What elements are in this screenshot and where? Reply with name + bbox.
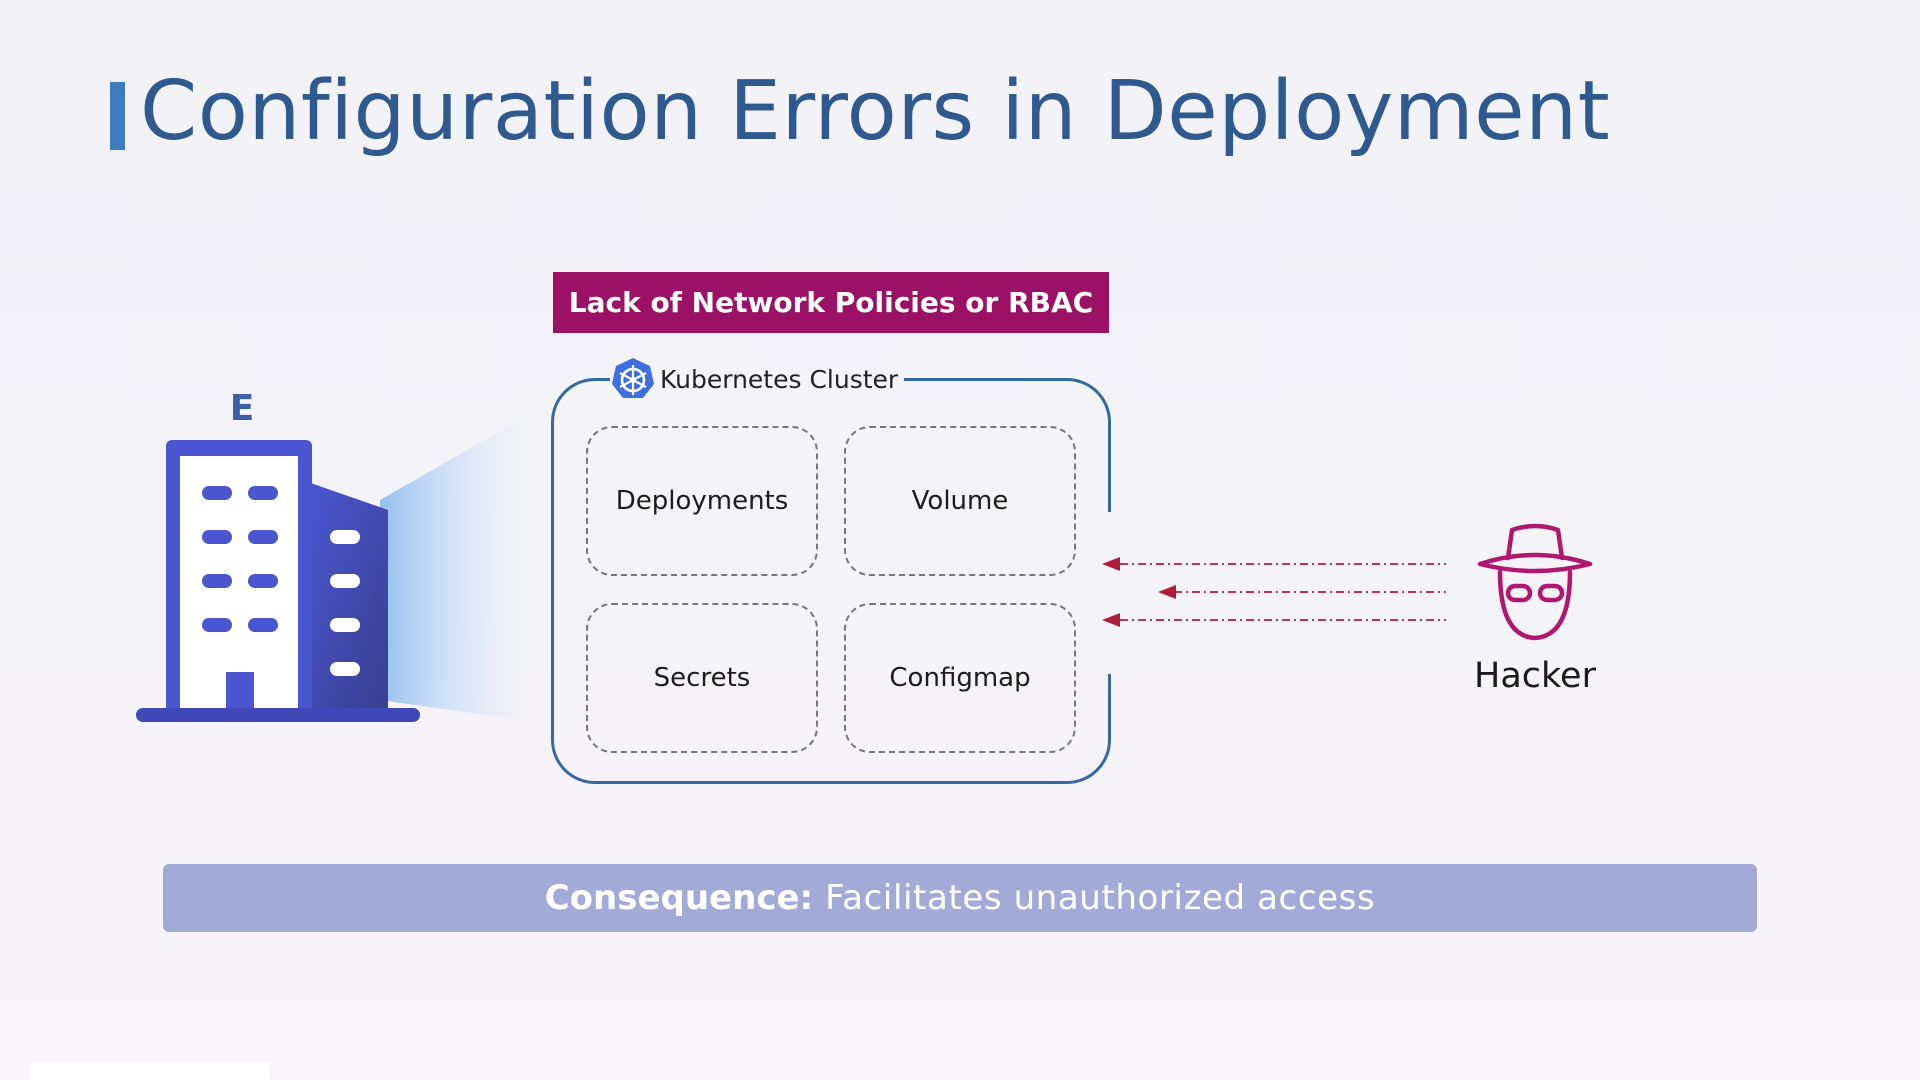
consequence-label: Consequence: [544,878,814,918]
corner-strip [30,1062,270,1080]
attack-arrows [1102,557,1446,627]
hacker-label: Hacker [1474,656,1596,696]
cluster-title: Kubernetes Cluster [660,364,899,394]
policy-label: Lack of Network Policies or RBAC [553,272,1109,333]
resource-configmap: Configmap [844,603,1076,753]
building-letter: E [229,388,255,429]
kubernetes-helm-icon [612,358,654,398]
hacker-hat-icon [1477,523,1593,641]
title-accent-bar [110,82,125,150]
resource-deployments: Deployments [586,426,818,576]
cluster-header: Kubernetes Cluster [610,356,905,402]
consequence-banner: Consequence: Facilitates unauthorized ac… [163,864,1757,932]
resource-secrets: Secrets [586,603,818,753]
consequence-text: Facilitates unauthorized access [825,878,1376,918]
cluster-border-gap [1106,512,1116,674]
connection-beam [380,420,520,720]
slide-title: Configuration Errors in Deployment [140,64,1611,159]
resource-volume: Volume [844,426,1076,576]
office-building-icon [136,440,420,722]
